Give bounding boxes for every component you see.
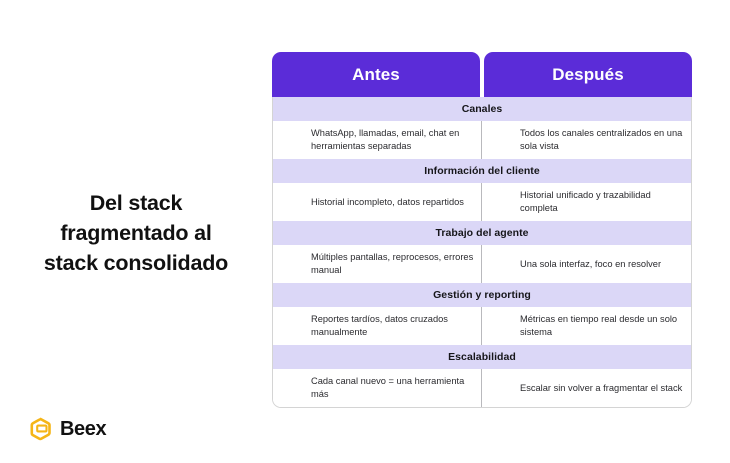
section-band-row: Información del cliente (273, 159, 691, 183)
comparison-table: Antes Después Canales WhatsApp, llamadas… (272, 52, 692, 408)
section-band-row: Canales (273, 97, 691, 121)
table-cell-before-text: Cada canal nuevo = una herramienta más (311, 376, 465, 399)
table-cell-after: Escalar sin volver a fragmentar el stack (482, 369, 691, 407)
table-cell-before: Historial incompleto, datos repartidos (273, 183, 482, 221)
table-header-before: Antes (272, 52, 480, 97)
section-band-row: Gestión y reporting (273, 283, 691, 307)
table-cell-before: Cada canal nuevo = una herramienta más (273, 369, 482, 407)
left-panel: Del stack fragmentado al stack consolida… (0, 0, 272, 463)
section-band-label: Canales (461, 103, 503, 115)
table-header-after-label: Después (552, 64, 624, 84)
table-cell-after-text: Todos los canales centralizados en una s… (520, 128, 683, 151)
table-cell-after-text: Métricas en tiempo real desde un solo si… (520, 314, 678, 337)
table-cell-before: WhatsApp, llamadas, email, chat en herra… (273, 121, 482, 159)
page-title-line-3: stack consolidado (43, 251, 229, 275)
page-title-line-1: Del stack (89, 191, 183, 215)
brand-logo: Beex (29, 417, 107, 441)
section-band-row: Escalabilidad (273, 345, 691, 369)
table-header-before-label: Antes (352, 64, 400, 84)
table-row: Cada canal nuevo = una herramienta más E… (273, 369, 691, 407)
table-cell-before-text: Múltiples pantallas, reprocesos, errores… (311, 252, 474, 275)
table-cell-after: Todos los canales centralizados en una s… (482, 121, 691, 159)
beex-hexagon-logo-icon (29, 417, 53, 441)
table-cell-before-text: Historial incompleto, datos repartidos (311, 196, 464, 207)
table-header-row: Antes Después (272, 52, 692, 97)
brand-name: Beex (60, 418, 107, 440)
table-cell-after: Historial unificado y trazabilidad compl… (482, 183, 691, 221)
table-cell-before-text: Reportes tardíos, datos cruzados manualm… (311, 314, 448, 337)
section-band-label: Información del cliente (424, 165, 540, 177)
page-title: Del stack fragmentado al stack consolida… (18, 188, 254, 278)
table-cell-before-text: WhatsApp, llamadas, email, chat en herra… (311, 128, 460, 151)
table-cell-after: Una sola interfaz, foco en resolver (482, 245, 691, 283)
section-band-label: Escalabilidad (448, 351, 516, 363)
table-body: Canales WhatsApp, llamadas, email, chat … (272, 97, 692, 408)
table-row: Historial incompleto, datos repartidos H… (273, 183, 691, 221)
section-band-row: Trabajo del agente (273, 221, 691, 245)
table-cell-after-text: Una sola interfaz, foco en resolver (520, 258, 662, 269)
table-row: Múltiples pantallas, reprocesos, errores… (273, 245, 691, 283)
table-cell-after: Métricas en tiempo real desde un solo si… (482, 307, 691, 345)
page-title-line-2: fragmentado al (60, 221, 212, 245)
section-band-label: Trabajo del agente (435, 227, 529, 239)
table-cell-before: Reportes tardíos, datos cruzados manualm… (273, 307, 482, 345)
table-header-after: Después (484, 52, 692, 97)
table-row: Reportes tardíos, datos cruzados manualm… (273, 307, 691, 345)
section-band-label: Gestión y reporting (433, 289, 531, 301)
table-row: WhatsApp, llamadas, email, chat en herra… (273, 121, 691, 159)
table-cell-after-text: Escalar sin volver a fragmentar el stack (520, 382, 683, 393)
table-cell-before: Múltiples pantallas, reprocesos, errores… (273, 245, 482, 283)
table-cell-after-text: Historial unificado y trazabilidad compl… (520, 190, 651, 213)
